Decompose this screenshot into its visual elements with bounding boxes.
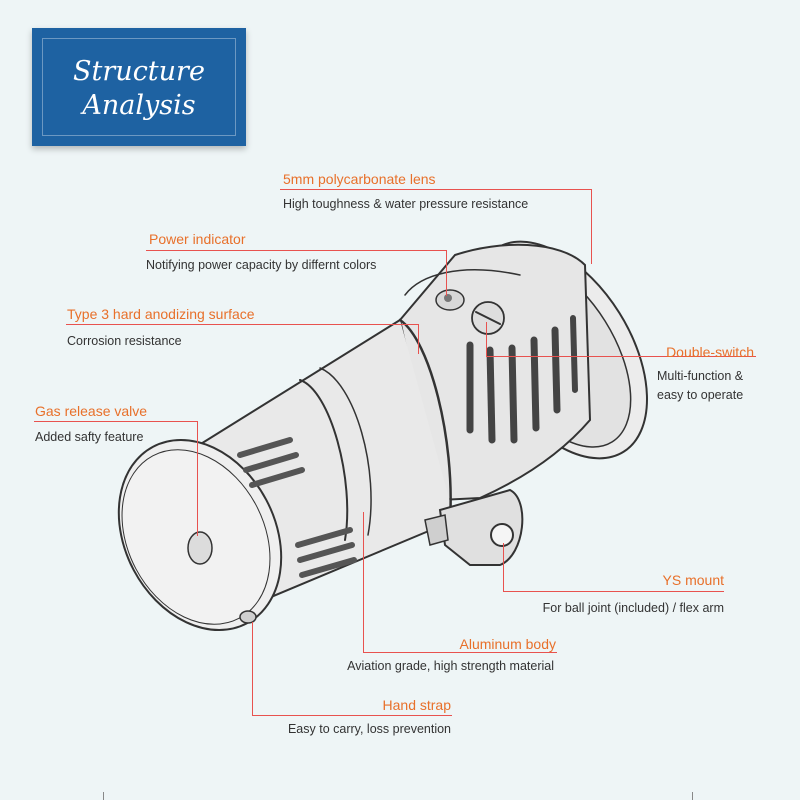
power-indicator-description: Notifying power capacity by differnt col…	[146, 258, 377, 272]
double-switch-label: Double-switch	[666, 344, 754, 360]
title-box-border	[42, 38, 236, 136]
gas-valve-label: Gas release valve	[35, 403, 148, 419]
hand-strap-label: Hand strap	[382, 697, 451, 713]
anodizing-description: Corrosion resistance	[67, 334, 182, 348]
ys-mount-label: YS mount	[662, 572, 724, 588]
title-line-2: Analysis	[82, 90, 196, 121]
title-line-1: Structure	[73, 56, 205, 87]
hand-strap-description: Easy to carry, loss prevention	[287, 722, 451, 736]
ys-mount-description: For ball joint (included) / flex arm	[542, 601, 724, 615]
double-switch-description-line-1: Multi-function &	[657, 369, 744, 383]
double-switch-description: Multi-function & easy to operate	[657, 367, 743, 405]
gas-valve-description: Added safty feature	[35, 430, 144, 444]
lens-label: 5mm polycarbonate lens	[283, 171, 436, 187]
title-box: Structure Analysis	[32, 28, 246, 146]
bottom-tick-left	[103, 792, 104, 800]
double-switch-description-line-2: easy to operate	[657, 388, 744, 402]
power-indicator-label: Power indicator	[149, 231, 246, 247]
aluminum-body-description: Aviation grade, high strength material	[347, 659, 554, 673]
lens-description: High toughness & water pressure resistan…	[283, 197, 529, 211]
anodizing-label: Type 3 hard anodizing surface	[67, 306, 255, 322]
bottom-tick-right	[692, 792, 693, 800]
aluminum-body-label: Aluminum body	[459, 636, 557, 652]
